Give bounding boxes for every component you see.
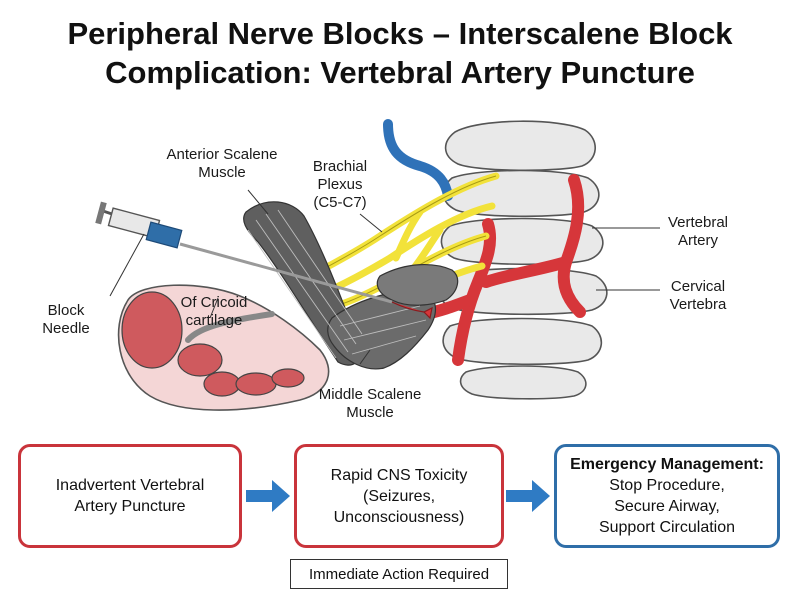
title-line-2: Complication: Vertebral Artery Puncture xyxy=(105,55,695,90)
label-brachial-plexus: Brachial Plexus (C5-C7) xyxy=(312,158,368,211)
vein xyxy=(383,119,453,201)
vertebra-1 xyxy=(444,120,596,172)
label-cricoid: Of Cricoid cartilage xyxy=(180,294,248,329)
label-anterior-scalene: Anterior Scalene Muscle xyxy=(166,146,278,181)
label-vertebral-artery: Vertebral Artery xyxy=(667,214,729,249)
flow-arrow-1 xyxy=(246,480,290,512)
tissue-4 xyxy=(271,368,305,388)
puncture-arrow xyxy=(391,301,433,320)
tissue-3 xyxy=(235,372,277,396)
flow-step-emergency-management: Emergency Management: Stop Procedure, Se… xyxy=(554,444,780,548)
cricoid-cartilage xyxy=(185,311,275,343)
label-middle-scalene: Middle Scalene Muscle xyxy=(318,386,422,421)
vertebra-5 xyxy=(442,317,603,366)
flow-step-cns-toxicity: Rapid CNS Toxicity (Seizures, Unconsciou… xyxy=(294,444,504,548)
vertebra-6 xyxy=(459,365,587,400)
neck-tissues xyxy=(121,291,305,397)
muscle-striations xyxy=(247,209,427,359)
scalene-muscles xyxy=(243,201,459,370)
tissue-1 xyxy=(177,343,223,377)
label-cervical-vertebra: Cervical Vertebra xyxy=(669,278,727,313)
page-title: Peripheral Nerve Blocks – Interscalene B… xyxy=(0,14,800,92)
leader-lines xyxy=(109,189,660,365)
immediate-action-note: Immediate Action Required xyxy=(290,559,508,589)
block-needle xyxy=(95,201,393,304)
flow-step-puncture: Inadvertent Vertebral Artery Puncture xyxy=(18,444,242,548)
title-line-1: Peripheral Nerve Blocks – Interscalene B… xyxy=(67,16,733,51)
tissue-2 xyxy=(203,371,241,397)
emergency-heading: Emergency Management: xyxy=(570,456,764,473)
cervical-spine xyxy=(438,120,608,400)
trachea-section xyxy=(121,291,183,369)
label-block-needle: Block Needle xyxy=(42,302,90,337)
muscle-band xyxy=(376,264,459,306)
flow-arrow-2 xyxy=(506,480,550,512)
vertebra-3 xyxy=(440,217,604,266)
